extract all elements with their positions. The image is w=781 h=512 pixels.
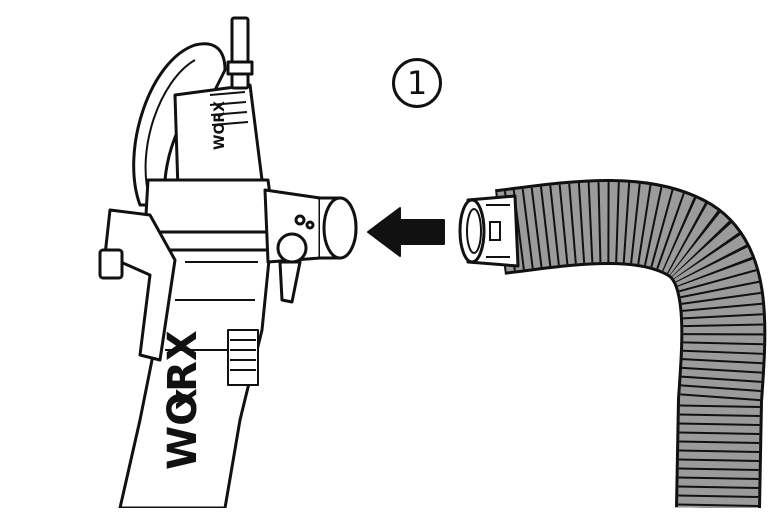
worx-logo-upper: WORX [212,101,228,150]
top-post [230,16,250,90]
arrow-left-icon [367,207,445,257]
worx-logo-x: X [170,388,203,410]
step-number-badge: 1 [392,58,442,108]
blower-vacuum-tool: WORX WORX X [98,16,358,510]
grip-ribs [209,91,249,126]
switch-ribs [227,329,259,386]
corrugated-hose [458,179,767,509]
step-number: 1 [406,64,428,102]
latch-knob [276,232,308,264]
worx-logo-lower: WORX [160,330,206,470]
latch-lever [278,260,302,304]
clamp-knob [98,248,124,280]
collar [143,178,277,234]
